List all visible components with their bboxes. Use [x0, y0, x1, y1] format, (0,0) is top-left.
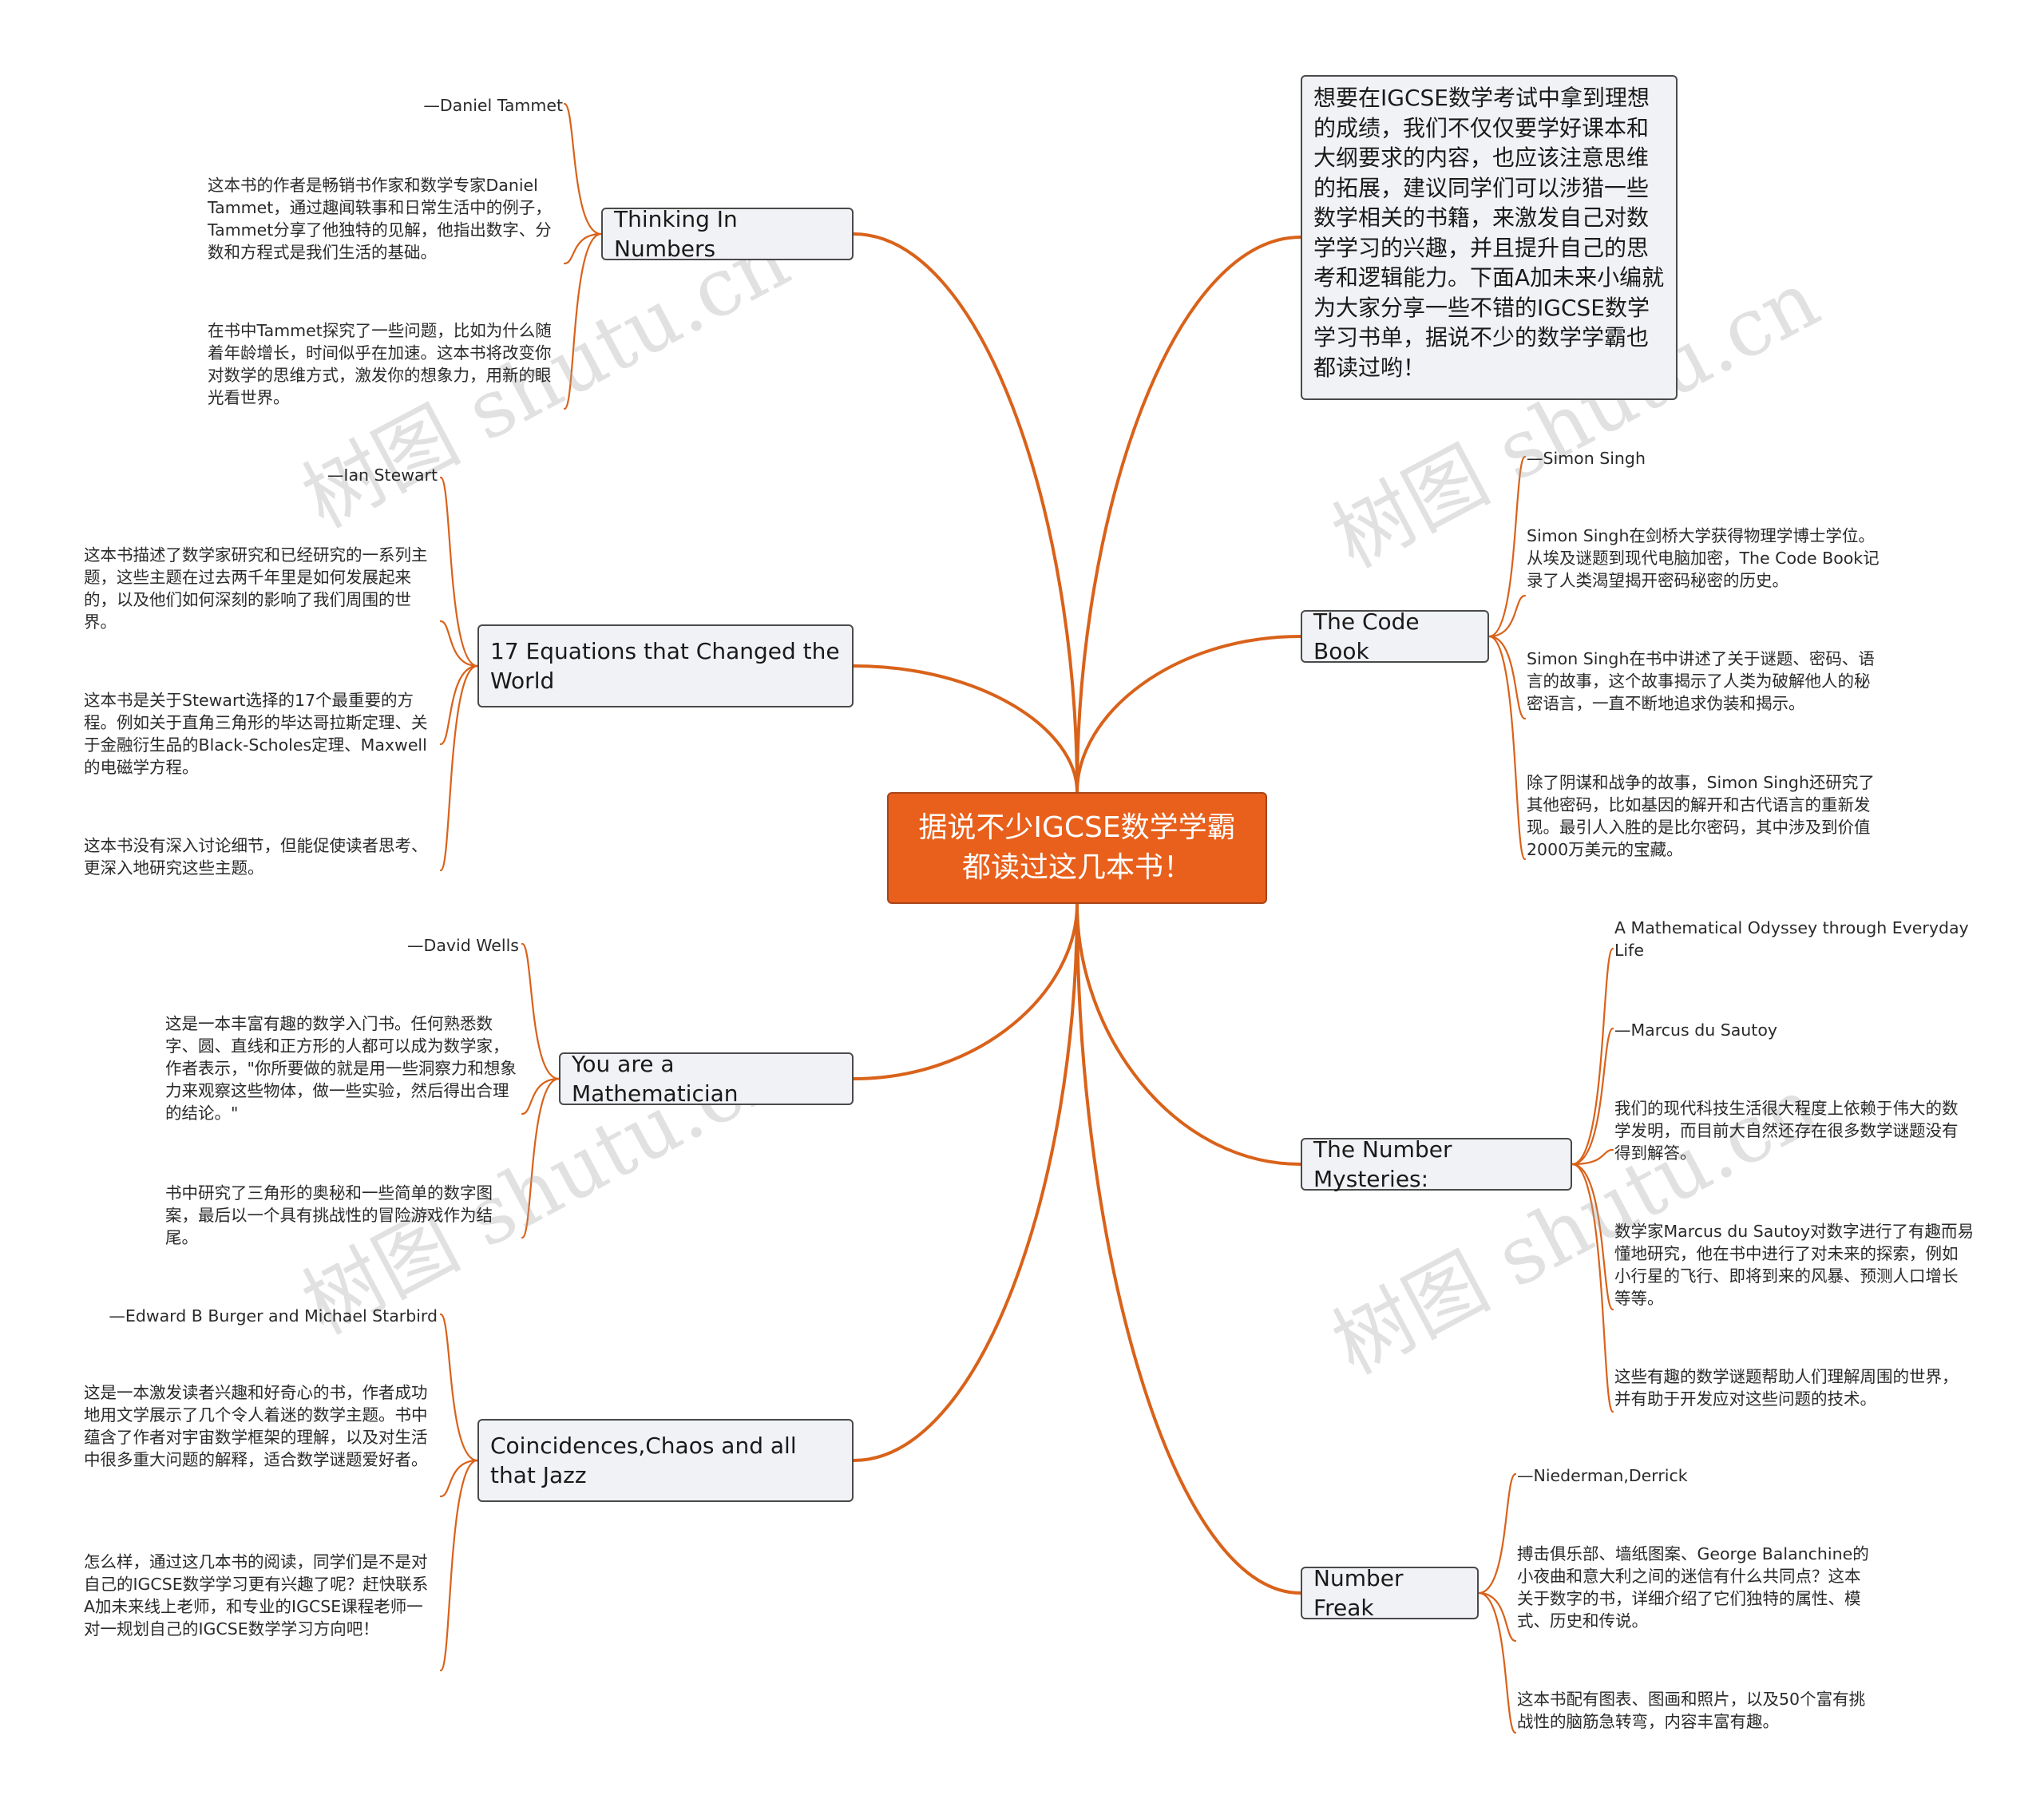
branch-connector [1075, 902, 1302, 1166]
leaf-note: 这是一本激发读者兴趣和好奇心的书，作者成功地用文学展示了几个令人着迷的数学主题。… [84, 1383, 428, 1469]
leaf-connector [521, 942, 561, 1080]
leaf-connector [1571, 1027, 1614, 1166]
leaf-author: —Simon Singh [1527, 449, 1646, 468]
branch-you-are-a-mathematician[interactable]: You are a Mathematician [559, 1051, 854, 1107]
leaf-note: 这本书是关于Stewart选择的17个最重要的方程。例如关于直角三角形的毕达哥拉… [84, 691, 428, 777]
branch-17-equations[interactable]: 17 Equations that Changed the World [477, 624, 854, 707]
leaf-note: 除了阴谋和战争的故事，Simon Singh还研究了其他密码，比如基因的解开和古… [1527, 773, 1875, 859]
leaf-author: —Marcus du Sautoy [1614, 1020, 1777, 1040]
leaf-author: —Niederman,Derrick [1517, 1466, 1688, 1485]
leaf-connector [1487, 635, 1527, 861]
branch-connector [852, 232, 1079, 794]
leaf-connector [439, 1459, 479, 1672]
leaf-note: 怎么样，通过这几本书的阅读，同学们是不是对自己的IGCSE数学学习更有兴趣了呢？… [84, 1552, 429, 1639]
leaf-note: 这是一本丰富有趣的数学入门书。任何熟悉数字、圆、直线和正方形的人都可以成为数学家… [165, 1014, 517, 1123]
leaf-connector [521, 1077, 561, 1116]
leaf-connector [1571, 1163, 1614, 1413]
leaf-connector [1571, 1148, 1614, 1166]
branch-connector [1075, 635, 1302, 794]
leaf-connector [1487, 455, 1527, 638]
leaf-note: 搏击俱乐部、墙纸图案、George Balanchine的小夜曲和意大利之间的迷… [1517, 1544, 1869, 1631]
leaf-connector [439, 1313, 479, 1462]
leaf-note: 这本书没有深入讨论细节，但能促使读者思考、更深入地研究这些主题。 [84, 836, 428, 878]
leaf-connector [563, 102, 603, 236]
leaf-note: 这些有趣的数学谜题帮助人们理解周围的世界，并有助于开发应对这些问题的技术。 [1614, 1367, 1959, 1409]
branch-connector [852, 902, 1079, 1462]
leaf-author: —Daniel Tammet [423, 96, 563, 115]
leaf-connector [1477, 1472, 1517, 1595]
branch-number-freak[interactable]: Number Freak [1301, 1565, 1479, 1621]
leaf-note: 这本书配有图表、图画和照片，以及50个富有挑战性的脑筋急转弯，内容丰富有趣。 [1517, 1690, 1866, 1731]
leaf-connector [1571, 1163, 1614, 1311]
leaf-connector [563, 232, 603, 410]
leaf-connector [439, 476, 479, 668]
leaf-author: —Ian Stewart [327, 466, 438, 485]
leaf-connector [1571, 947, 1614, 1166]
leaf-connector [1477, 1591, 1517, 1734]
branch-connector [852, 902, 1079, 1080]
branch-connector [1075, 236, 1302, 794]
intro-note[interactable]: 想要在IGCSE数学考试中拿到理想的成绩，我们不仅仅要学好课本和大纲要求的内容，… [1301, 75, 1678, 400]
leaf-author: —David Wells [407, 936, 519, 955]
leaf-connector [1487, 635, 1527, 720]
branch-coincidences-chaos-jazz[interactable]: Coincidences,Chaos and all that Jazz [477, 1419, 854, 1502]
leaf-note: 这本书的作者是畅销书作家和数学专家Daniel Tammet，通过趣闻轶事和日常… [208, 176, 552, 262]
leaf-note: Simon Singh在书中讲述了关于谜题、密码、语言的故事，这个故事揭示了人类… [1527, 649, 1875, 713]
leaf-note: 在书中Tammet探究了一些问题，比如为什么随着年龄增长，时间似乎在加速。这本书… [208, 321, 552, 407]
leaf-note: Simon Singh在剑桥大学获得物理学博士学位。从埃及谜题到现代电脑加密，T… [1527, 526, 1880, 590]
leaf-subtitle: A Mathematical Odyssey through Everyday … [1614, 918, 1969, 960]
leaf-connector [439, 664, 479, 746]
leaf-connector [1487, 594, 1527, 638]
leaf-connector [1477, 1591, 1517, 1643]
leaf-note: 数学家Marcus du Sautoy对数字进行了有趣而易懂地研究，他在书中进行… [1614, 1222, 1974, 1308]
leaf-note: 我们的现代科技生活很大程度上依赖于伟大的数学发明，而目前大自然还存在很多数学谜题… [1614, 1099, 1959, 1163]
leaf-note: 这本书描述了数学家研究和已经研究的一系列主题，这些主题在过去两千年里是如何发展起… [84, 545, 428, 632]
leaf-connector [521, 1077, 561, 1239]
leaf-connector [439, 620, 479, 668]
root-topic[interactable]: 据说不少IGCSE数学学霸都读过这几本书！ [887, 792, 1267, 904]
leaf-connector [439, 1459, 479, 1498]
branch-thinking-in-numbers[interactable]: Thinking In Numbers [601, 206, 854, 262]
leaf-note: 书中研究了三角形的奥秘和一些简单的数字图案，最后以一个具有挑战性的冒险游戏作为结… [165, 1183, 493, 1247]
leaf-connector [563, 232, 603, 265]
branch-connector [852, 664, 1079, 794]
leaf-connector [439, 664, 479, 872]
leaf-author: —Edward B Burger and Michael Starbird [109, 1306, 438, 1326]
branch-the-code-book[interactable]: The Code Book [1301, 608, 1489, 664]
branch-the-number-mysteries[interactable]: The Number Mysteries: [1301, 1136, 1572, 1192]
branch-connector [1075, 902, 1302, 1595]
